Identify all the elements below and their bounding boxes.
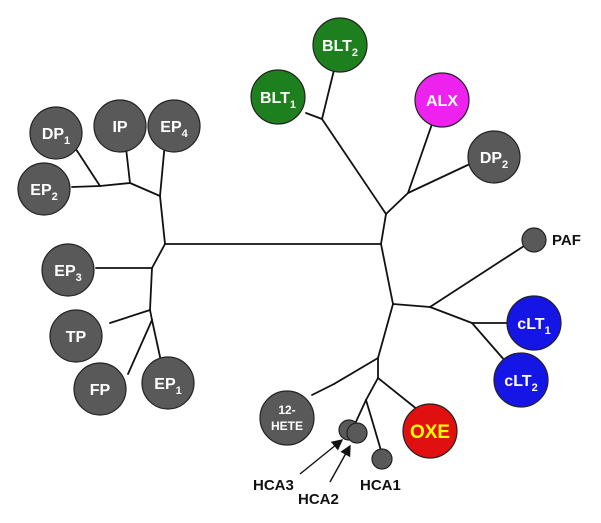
- branch: [149, 309, 153, 321]
- branch: [159, 195, 166, 245]
- node-circle: [312, 17, 368, 73]
- hca1-label: HCA1: [360, 477, 401, 494]
- node-circle: [467, 130, 521, 184]
- node-circle: [73, 362, 127, 416]
- branch: [392, 303, 431, 308]
- branch: [385, 192, 409, 215]
- node-alx: ALX: [414, 72, 470, 128]
- branch: [365, 377, 379, 401]
- branch: [429, 306, 473, 324]
- branch: [429, 245, 525, 308]
- node-label: BLT1: [260, 90, 296, 111]
- node-circle: [493, 352, 549, 408]
- branch: [129, 182, 161, 197]
- node-clt2: cLT2: [493, 352, 549, 408]
- paf-label: PAF: [552, 232, 581, 249]
- node-circle: [93, 99, 147, 153]
- node-label: TP: [66, 329, 87, 346]
- node-ep1: EP1: [141, 356, 195, 410]
- node-label: EP4: [160, 119, 188, 140]
- node-circle: [250, 69, 306, 125]
- node-label-line1: 12-: [278, 403, 295, 417]
- node-ip: IP: [93, 99, 147, 153]
- node-label: cLT2: [504, 373, 537, 394]
- node-paf: PAF: [521, 227, 581, 253]
- node-tp: TP: [49, 309, 103, 363]
- branch: [151, 243, 166, 269]
- node-hca2: [346, 422, 368, 444]
- branch: [99, 182, 131, 187]
- node-label: OXE: [410, 422, 450, 443]
- branch: [365, 399, 373, 421]
- branch: [321, 118, 387, 215]
- branch: [321, 69, 335, 120]
- node-circle: [29, 106, 83, 160]
- node-circle: [41, 243, 95, 297]
- node-circle: [506, 295, 562, 351]
- node-clt1: cLT1: [506, 295, 562, 351]
- node-oxe: OXE: [402, 403, 458, 459]
- branch: [380, 213, 387, 245]
- node-label-line2: HETE: [271, 419, 303, 433]
- node-label: ALX: [426, 93, 458, 110]
- branch: [371, 419, 383, 455]
- branch: [333, 357, 379, 385]
- node-label: IP: [112, 119, 127, 136]
- branch: [127, 319, 153, 375]
- hca3-label: HCA3: [253, 477, 294, 494]
- branch: [353, 399, 367, 427]
- hca2-label: HCA2: [298, 491, 339, 508]
- branch: [125, 147, 131, 184]
- node-ep2: EP2: [17, 162, 71, 216]
- node-label: DP2: [480, 150, 508, 171]
- node-ep3: EP3: [41, 243, 95, 297]
- arrow-hca2: [329, 444, 351, 483]
- node-label: cLT1: [517, 316, 550, 337]
- branch: [159, 141, 166, 197]
- branch: [471, 322, 507, 363]
- node-label: EP3: [54, 263, 81, 284]
- branch: [311, 383, 335, 396]
- node-label: DP1: [42, 126, 70, 147]
- node-circle: [402, 403, 458, 459]
- node-dp1: DP1: [29, 106, 83, 160]
- node-label: BLT2: [322, 38, 358, 59]
- node-blt1: BLT1: [250, 69, 306, 125]
- node-12-hete: 12- HETE: [259, 390, 315, 446]
- branch: [377, 377, 419, 411]
- node-circle: [17, 162, 71, 216]
- branch: [149, 267, 153, 311]
- branch: [377, 303, 394, 359]
- node-fp: FP: [73, 362, 127, 416]
- arrow-hca3: [299, 439, 344, 475]
- branch: [71, 185, 101, 188]
- node-dp2: DP2: [467, 130, 521, 184]
- node-circle: [147, 99, 201, 153]
- node-blt2: BLT2: [312, 17, 368, 73]
- branch: [407, 123, 433, 194]
- branch: [109, 309, 151, 324]
- node-hca1: [371, 448, 393, 470]
- node-circle: [49, 309, 103, 363]
- node-ep4: EP4: [147, 99, 201, 153]
- node-circle: [259, 390, 315, 446]
- node-label: EP2: [30, 182, 57, 203]
- branch: [407, 162, 473, 194]
- branch: [380, 243, 394, 305]
- node-circle: [414, 72, 470, 128]
- node-circle: [141, 356, 195, 410]
- branch: [305, 112, 323, 120]
- node-circle: [521, 227, 547, 253]
- tree-branches: [69, 69, 525, 455]
- node-label: FP: [90, 382, 111, 399]
- node-label: EP1: [154, 376, 181, 397]
